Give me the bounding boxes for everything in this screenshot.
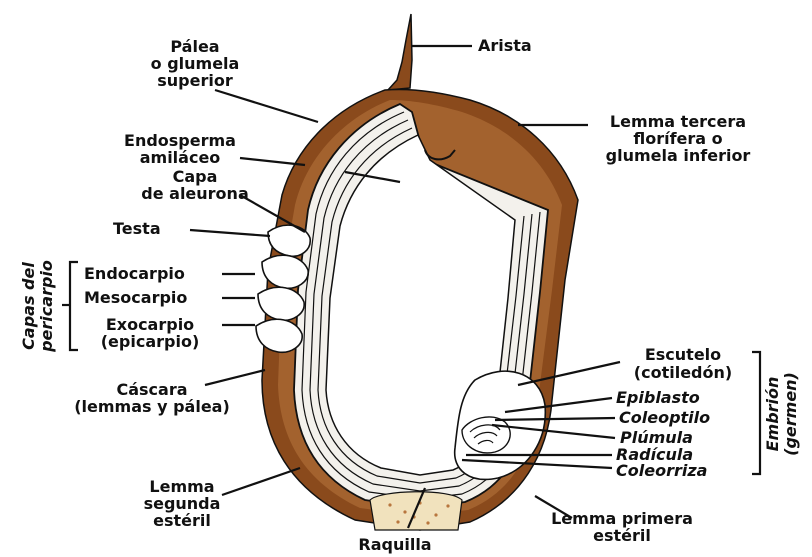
label-coleoptilo: Coleoptilo <box>619 408 710 427</box>
label-palea-3: superior <box>157 71 233 90</box>
label-lemma-primera-2: estéril <box>593 526 651 545</box>
label-raquilla: Raquilla <box>358 535 431 554</box>
label-endocarpio: Endocarpio <box>84 264 185 283</box>
label-escutelo-2: (cotiledón) <box>634 363 732 382</box>
grain-illustration <box>256 14 578 530</box>
speckle <box>434 513 437 516</box>
speckle <box>403 510 406 513</box>
label-escutelo-1: Escutelo <box>645 345 721 364</box>
speckle <box>446 504 449 507</box>
label-capa-aleurona-2: de aleurona <box>141 184 248 203</box>
speckle <box>426 521 429 524</box>
label-epiblasto: Epiblasto <box>616 388 700 407</box>
label-lemma-tercera-3: glumela inferior <box>606 146 751 165</box>
label-arista: Arista <box>478 36 532 55</box>
label-capas-pericarpio-1: Capas del <box>19 262 38 350</box>
bracket-embrion <box>752 352 760 474</box>
scallop <box>256 319 302 352</box>
leader-testa <box>190 230 270 236</box>
speckle <box>396 520 399 523</box>
leader-cascara <box>205 370 265 385</box>
label-cascara-2: (lemmas y pálea) <box>74 397 230 416</box>
arista-awn <box>388 14 412 90</box>
leader-endosperma <box>240 158 305 165</box>
label-endosperma-2: amiláceo <box>140 148 221 167</box>
label-exocarpio-2: (epicarpio) <box>101 332 200 351</box>
label-coleorriza: Coleorriza <box>616 461 707 480</box>
speckle <box>388 503 391 506</box>
label-embrion-1: Embrión <box>763 377 782 452</box>
label-capas-pericarpio-2: pericarpio <box>37 260 56 353</box>
leader-lemma-segunda <box>222 468 300 495</box>
label-embrion-2: (germen) <box>781 372 800 456</box>
leader-palea <box>215 90 318 122</box>
bracket-pericarpio <box>70 262 78 350</box>
label-lemma-segunda-3: estéril <box>153 511 211 530</box>
label-mesocarpio: Mesocarpio <box>84 288 187 307</box>
label-testa: Testa <box>113 219 161 238</box>
